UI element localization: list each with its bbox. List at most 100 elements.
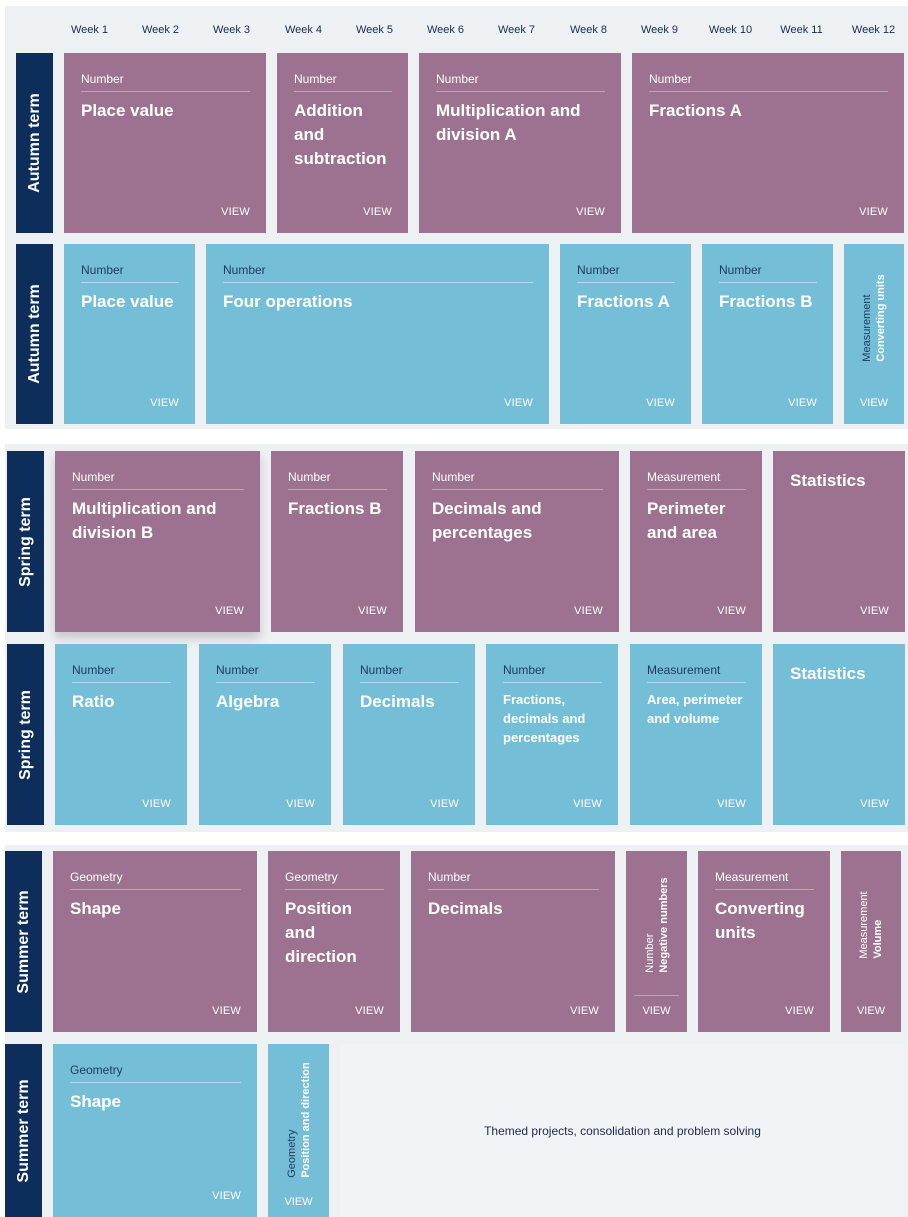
view-link[interactable]: VIEW [574, 605, 603, 617]
view-link[interactable]: VIEW [284, 1196, 313, 1208]
unit-category: Number [294, 72, 337, 86]
view-link[interactable]: VIEW [430, 798, 459, 810]
view-link[interactable]: VIEW [573, 798, 602, 810]
unit-category: Geometry [70, 1063, 123, 1077]
term-label-summer: Summer term [5, 1044, 42, 1217]
unit-card[interactable]: Number Four operations VIEW [206, 244, 549, 424]
unit-title: Multiplication and division B [72, 499, 217, 542]
card-divider [70, 1082, 241, 1083]
vertical-label: Measurement Converting units [844, 252, 904, 384]
card-divider [72, 489, 244, 490]
week-label: Week 9 [640, 24, 679, 36]
card-divider [719, 282, 817, 283]
view-link[interactable]: VIEW [785, 1005, 814, 1017]
view-link[interactable]: VIEW [642, 1005, 671, 1017]
unit-card[interactable]: Number Decimals and percentages VIEW [415, 451, 619, 632]
card-divider [577, 282, 675, 283]
unit-card[interactable]: Number Fractions B VIEW [271, 451, 403, 632]
unit-card[interactable]: Number Place value VIEW [64, 53, 266, 233]
unit-title: Perimeter and area [647, 499, 726, 542]
unit-title: Shape [70, 1092, 122, 1111]
card-divider [634, 995, 679, 996]
week-label: Week 4 [284, 24, 323, 36]
unit-category: Number [72, 470, 115, 484]
unit-card[interactable]: Number Fractions B VIEW [702, 244, 833, 424]
unit-category: Number [360, 663, 403, 677]
unit-card[interactable]: Number Fractions A VIEW [632, 53, 904, 233]
term-label-summer: Summer term [5, 851, 42, 1032]
term-label-text: Autumn term [25, 284, 43, 384]
view-link[interactable]: VIEW [212, 1005, 241, 1017]
unit-card[interactable]: Statistics VIEW [773, 451, 905, 632]
unit-card[interactable]: Number Decimals VIEW [411, 851, 615, 1032]
unit-card-compact[interactable]: Geometry Position and direction VIEW [268, 1044, 329, 1217]
view-link[interactable]: VIEW [142, 798, 171, 810]
unit-category: Number [288, 470, 331, 484]
view-link[interactable]: VIEW [859, 397, 889, 409]
view-link[interactable]: VIEW [860, 605, 889, 617]
unit-title: Fractions B [719, 292, 813, 311]
week-label: Week 7 [497, 24, 536, 36]
vertical-text: Geometry Position and direction [285, 1062, 313, 1178]
unit-card[interactable]: Number Fractions A VIEW [560, 244, 691, 424]
unit-card[interactable]: Number Algebra VIEW [199, 644, 331, 825]
view-link[interactable]: VIEW [576, 206, 605, 218]
unit-category: Measurement [861, 294, 873, 362]
unit-title: Multiplication and division A [436, 101, 581, 144]
view-link[interactable]: VIEW [215, 605, 244, 617]
card-divider [647, 489, 746, 490]
unit-card[interactable]: Number Ratio VIEW [55, 644, 187, 825]
card-divider [216, 682, 315, 683]
view-link[interactable]: VIEW [788, 397, 817, 409]
unit-title: Place value [81, 101, 174, 120]
unit-card[interactable]: Measurement Converting units VIEW [698, 851, 830, 1032]
unit-category: Number [649, 72, 692, 86]
week-label: Week 1 [70, 24, 109, 36]
unit-category: Number [436, 72, 479, 86]
unit-card[interactable]: Statistics VIEW [773, 644, 905, 825]
unit-card[interactable]: Number Fractions, decimals and percentag… [486, 644, 618, 825]
view-link[interactable]: VIEW [221, 206, 250, 218]
term-label-spring: Spring term [7, 451, 44, 632]
view-link[interactable]: VIEW [717, 605, 746, 617]
unit-card[interactable]: Geometry Shape VIEW [53, 1044, 257, 1217]
card-divider [81, 282, 179, 283]
unit-card[interactable]: Measurement Perimeter and area VIEW [630, 451, 762, 632]
unit-card-compact[interactable]: Measurement Converting units VIEW [844, 244, 904, 424]
vertical-label: Geometry Position and direction [268, 1050, 329, 1190]
view-link[interactable]: VIEW [860, 798, 889, 810]
unit-card[interactable]: Number Addition and subtraction VIEW [277, 53, 408, 233]
unit-card[interactable]: Number Decimals VIEW [343, 644, 475, 825]
card-divider [428, 889, 599, 890]
unit-card[interactable]: Number Place value VIEW [64, 244, 195, 424]
unit-category: Number [643, 933, 656, 973]
view-link[interactable]: VIEW [358, 605, 387, 617]
unit-category: Number [223, 263, 266, 277]
unit-title: Statistics [790, 471, 866, 490]
unit-card[interactable]: Number Multiplication and division A VIE… [419, 53, 621, 233]
unit-card-compact[interactable]: Measurement Volume VIEW [841, 851, 901, 1032]
unit-category: Number [577, 263, 620, 277]
unit-card[interactable]: Geometry Shape VIEW [53, 851, 257, 1032]
unit-title: Shape [70, 899, 122, 918]
view-link[interactable]: VIEW [856, 1005, 886, 1017]
view-link[interactable]: VIEW [150, 397, 179, 409]
view-link[interactable]: VIEW [286, 798, 315, 810]
view-link[interactable]: VIEW [363, 206, 392, 218]
view-link[interactable]: VIEW [646, 397, 675, 409]
view-link[interactable]: VIEW [717, 798, 746, 810]
card-divider [81, 91, 250, 92]
card-divider [223, 282, 533, 283]
unit-card[interactable]: Measurement Area, perimeter and volume V… [630, 644, 762, 825]
unit-card-compact[interactable]: Number Negative numbers VIEW [626, 851, 687, 1032]
view-link[interactable]: VIEW [859, 206, 888, 218]
unit-card[interactable]: Number Multiplication and division B VIE… [55, 451, 260, 632]
week-label: Week 10 [708, 24, 753, 36]
view-link[interactable]: VIEW [212, 1190, 241, 1202]
view-link[interactable]: VIEW [570, 1005, 599, 1017]
term-label-text: Summer term [14, 1078, 32, 1183]
view-link[interactable]: VIEW [355, 1005, 384, 1017]
unit-title: Negative numbers [657, 877, 670, 973]
view-link[interactable]: VIEW [504, 397, 533, 409]
unit-card[interactable]: Geometry Position and direction VIEW [268, 851, 400, 1032]
